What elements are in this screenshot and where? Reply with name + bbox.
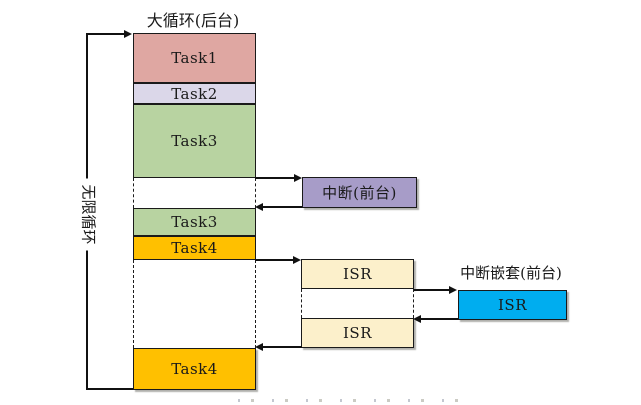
arrowhead-left-icon: [255, 343, 263, 351]
nested-interrupt-title: 中断嵌套(前台): [460, 264, 562, 282]
task-box-task1: Task1: [133, 33, 256, 83]
nested-isr-box: ISR: [458, 290, 567, 320]
isr-label: ISR: [343, 265, 372, 283]
task-label: Task4: [171, 239, 218, 257]
task-label: Task3: [171, 213, 218, 231]
task-box-task4-resumed: Task4: [133, 348, 256, 390]
isr-preempted-gap: [301, 289, 414, 318]
task-label: Task1: [171, 49, 218, 67]
background-loop-title: 大循环(后台): [146, 11, 240, 30]
isr-box-1: ISR: [301, 259, 414, 289]
preempted-gap-interrupt: [133, 178, 256, 208]
infinite-loop-label: 无限循环: [78, 178, 98, 251]
arrowhead-right-icon: [449, 286, 457, 294]
task-label: Task2: [171, 84, 218, 103]
preempted-gap-isr: [133, 260, 256, 348]
task-box-task3-resumed: Task3: [133, 208, 256, 236]
task-label: Task3: [171, 132, 218, 150]
task-box-task3: Task3: [133, 104, 256, 178]
loop-line-bottom: [86, 388, 134, 390]
isr-box-2: ISR: [301, 318, 414, 348]
arrowhead-left-icon: [255, 203, 263, 211]
arrowhead-right-icon: [124, 30, 132, 38]
cut-off-caption-fragment: [238, 399, 468, 402]
arrowhead-right-icon: [294, 174, 302, 182]
task-box-task2: Task2: [133, 83, 256, 104]
loop-line-top: [86, 33, 125, 35]
isr-label: ISR: [498, 296, 527, 314]
isr-label: ISR: [343, 324, 372, 342]
task-box-task4: Task4: [133, 236, 256, 260]
interrupt-label: 中断(前台): [322, 184, 397, 202]
interrupt-box: 中断(前台): [302, 177, 417, 208]
arrowhead-right-icon: [293, 256, 301, 264]
task-label: Task4: [171, 360, 218, 378]
arrowhead-left-icon: [413, 315, 421, 323]
